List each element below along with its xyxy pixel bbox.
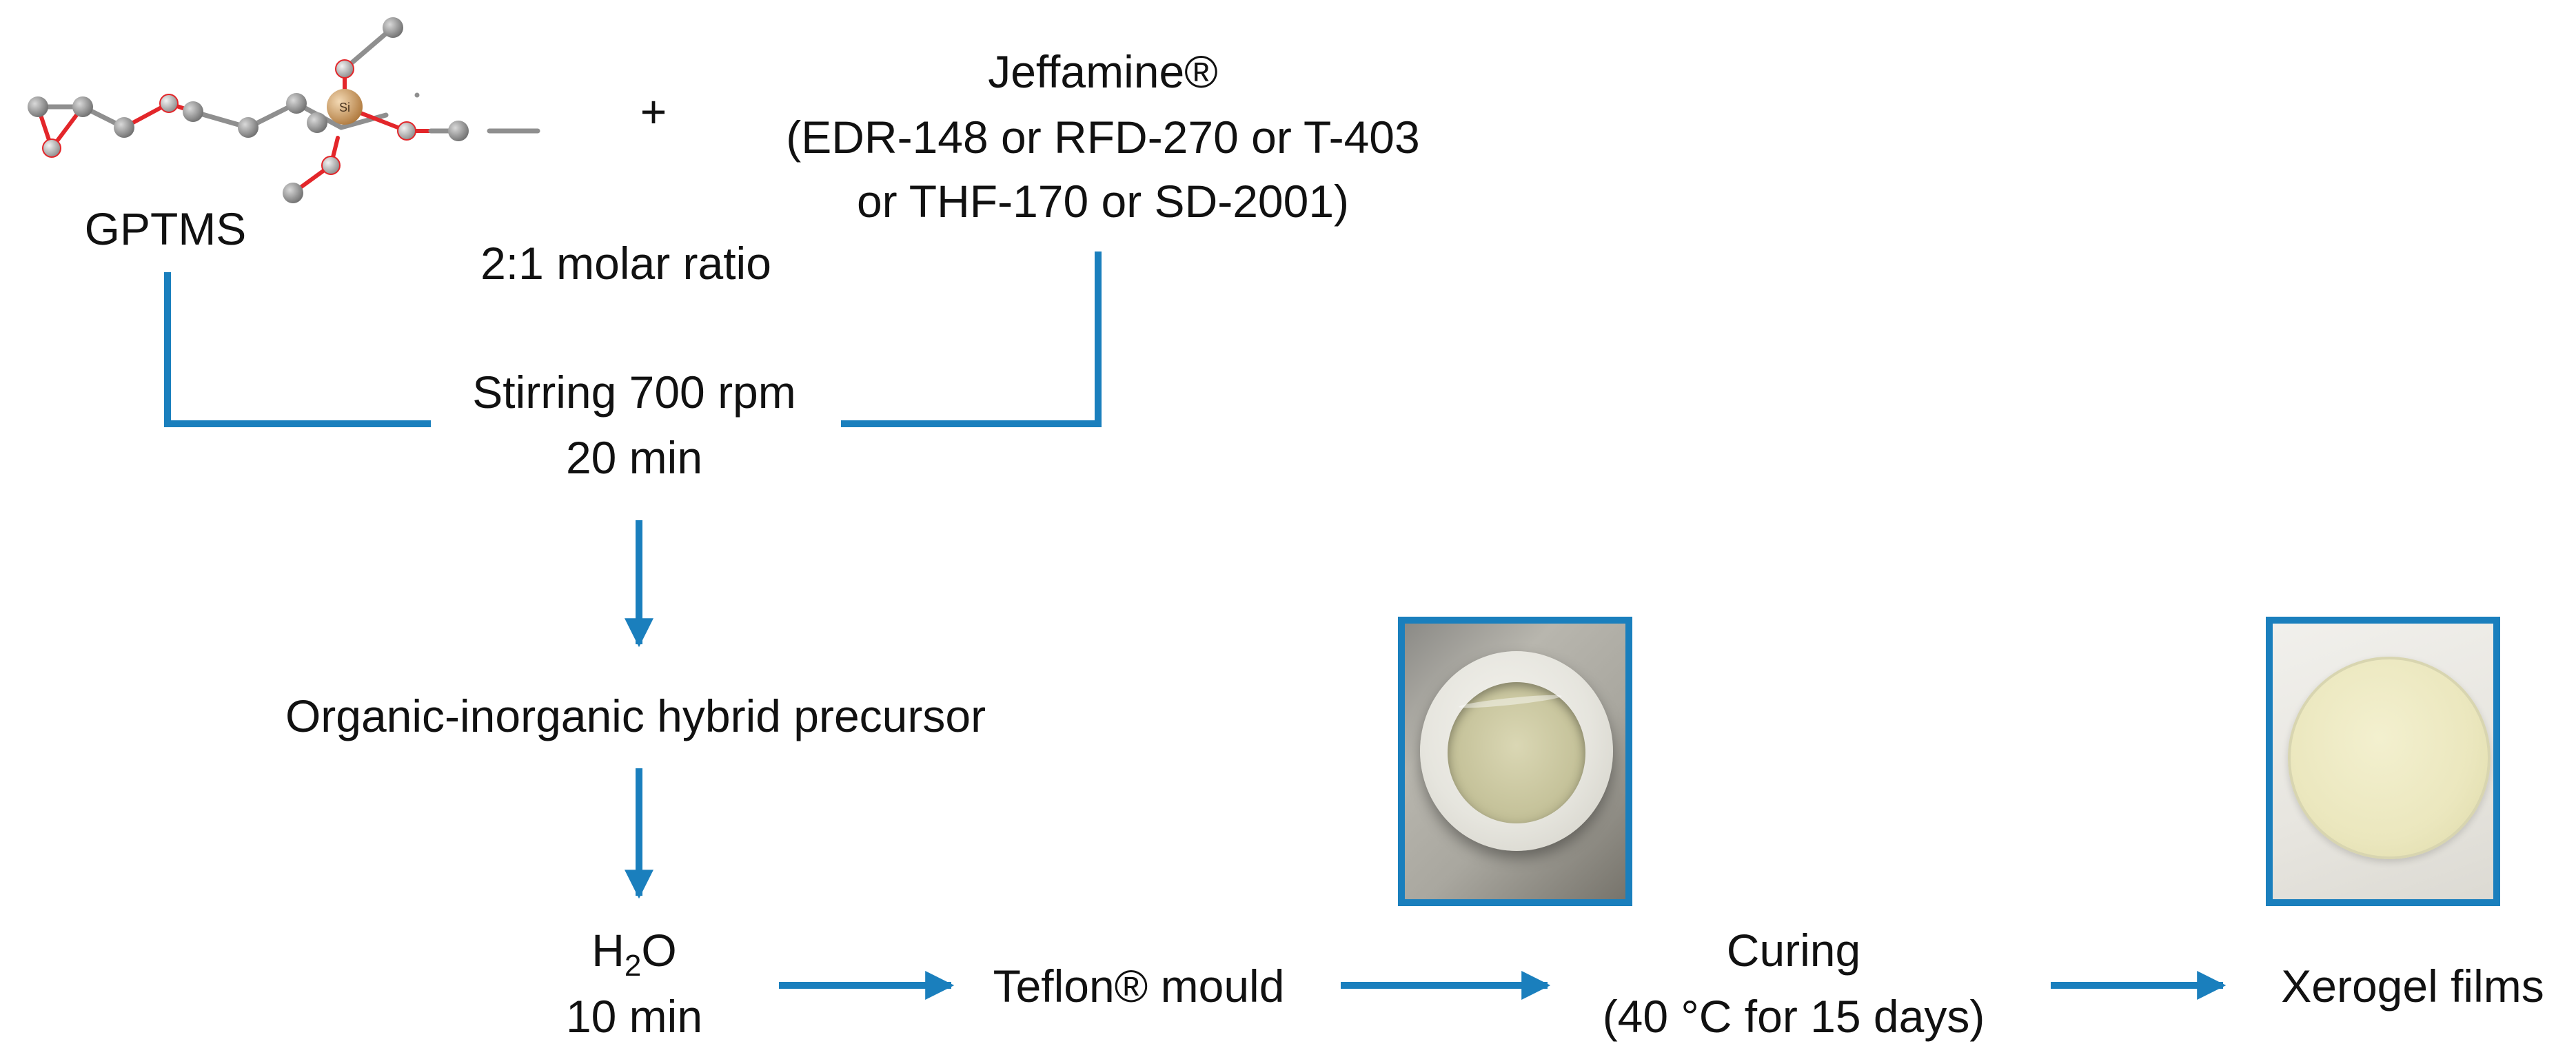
xerogel-label: Xerogel films xyxy=(2281,961,2544,1012)
water-label: H2O xyxy=(591,925,677,983)
gptms-molecule-icon: Si xyxy=(28,17,540,203)
mould-label: Teflon® mould xyxy=(993,961,1285,1012)
gptms-label: GPTMS xyxy=(85,203,247,254)
precursor-label: Organic-inorganic hybrid precursor xyxy=(285,690,986,741)
merge-connector xyxy=(164,252,1102,427)
curing-conditions-label: (40 °C for 15 days) xyxy=(1603,991,1985,1042)
jeffamine-options-line2: or THF-170 or SD-2001) xyxy=(857,176,1349,227)
xerogel-film-photo xyxy=(2266,617,2500,906)
teflon-mould-photo xyxy=(1398,617,1632,906)
stirring-label: Stirring 700 rpm xyxy=(472,367,796,418)
stirring-time-label: 20 min xyxy=(566,432,702,483)
curing-label: Curing xyxy=(1727,925,1860,976)
plus-sign: + xyxy=(640,86,667,137)
jeffamine-label: Jeffamine® xyxy=(988,46,1218,97)
water-time-label: 10 min xyxy=(566,991,702,1042)
jeffamine-options-line1: (EDR-148 or RFD-270 or T-403 xyxy=(786,112,1419,163)
molar-ratio-label: 2:1 molar ratio xyxy=(480,238,771,289)
silicon-atom-label: Si xyxy=(339,101,350,114)
